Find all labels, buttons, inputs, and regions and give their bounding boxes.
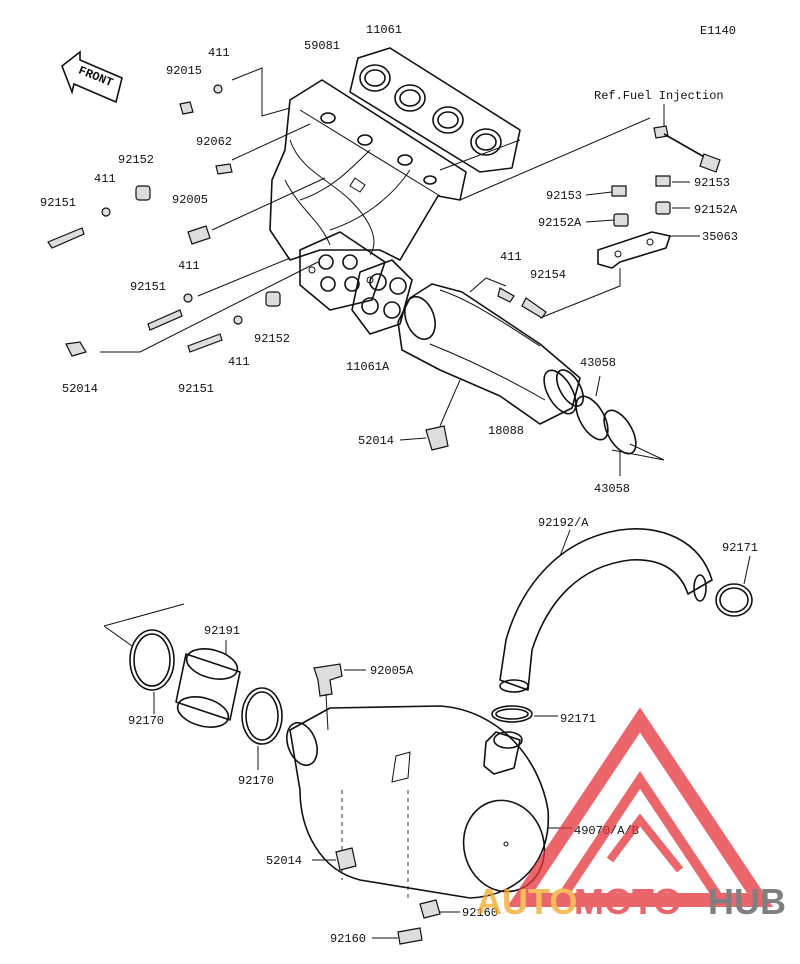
label-92005A: 92005A	[370, 664, 414, 678]
bolt-92151-c	[187, 333, 223, 353]
watermark-brand-moto: MOTO	[574, 881, 681, 922]
label-52014-a: 52014	[62, 382, 98, 396]
label-92153-b: 92153	[694, 176, 730, 190]
bolt-92153-a	[611, 185, 627, 197]
muffler-inlet	[483, 731, 521, 775]
collar-92152A-b	[655, 201, 671, 215]
exhaust-manifold	[269, 47, 521, 311]
clamp-92171-a	[715, 555, 753, 617]
clamp-92170-a	[129, 629, 175, 691]
bolt-92153-b	[655, 175, 671, 187]
label-43058-a: 43058	[580, 356, 616, 370]
diagram-code: E1140	[700, 24, 736, 38]
label-92151-c: 92151	[178, 382, 214, 396]
label-18088: 18088	[488, 424, 524, 438]
front-arrow-icon: FRONT	[61, 50, 123, 104]
label-92152-a: 92152	[118, 153, 154, 167]
label-92005: 92005	[172, 193, 208, 207]
hose-92191	[175, 653, 241, 721]
label-92062: 92062	[196, 135, 232, 149]
washer-411-b	[101, 207, 111, 217]
pads-92160	[372, 899, 460, 945]
lead-lines-top	[100, 67, 651, 353]
washer-411-a	[213, 84, 223, 94]
label-92171-b: 92171	[560, 712, 596, 726]
label-43058-b: 43058	[594, 482, 630, 496]
bolt-92151-b	[147, 309, 183, 331]
label-92170-a: 92170	[128, 714, 164, 728]
label-92152-b: 92152	[254, 332, 290, 346]
washer-411-e	[497, 287, 515, 303]
label-92153-a: 92153	[546, 189, 582, 203]
label-92152A-b: 92152A	[694, 203, 738, 217]
gasket-11061A	[351, 259, 413, 335]
reference-note: Ref.Fuel Injection	[594, 89, 724, 103]
washer-411-c	[183, 293, 193, 303]
watermark-brand-auto: AUTO	[476, 881, 577, 922]
stud-92062	[215, 163, 233, 175]
collar-92152-b	[265, 291, 281, 307]
hardware-top	[47, 84, 281, 357]
orings-43058	[575, 375, 665, 476]
label-52014-b: 52014	[358, 434, 394, 448]
label-11061: 11061	[366, 23, 402, 37]
label-411-b: 411	[94, 172, 116, 186]
plug-92005	[187, 225, 211, 245]
gasket-11061	[349, 47, 521, 173]
label-92151-b: 92151	[130, 280, 166, 294]
label-52014-c: 52014	[266, 854, 302, 868]
nut-92015	[179, 101, 194, 115]
fitting-52014-a	[65, 341, 87, 357]
exhaust-pipe-18088	[397, 277, 585, 425]
hose-92192A	[499, 528, 713, 693]
label-411-a: 411	[208, 46, 230, 60]
left-hose-assy	[103, 603, 283, 770]
label-92015: 92015	[166, 64, 202, 78]
label-92154: 92154	[530, 268, 566, 282]
clamp-92170-b	[241, 687, 283, 745]
fitting-52014-c	[312, 847, 357, 871]
fitting-52014-b	[399, 379, 461, 451]
label-92170-b: 92170	[238, 774, 274, 788]
label-411-e: 411	[500, 250, 522, 264]
watermark-triangle-icon	[506, 707, 774, 907]
outlet-flange	[299, 231, 386, 311]
label-92171-a: 92171	[722, 541, 758, 555]
collar-92152A-a	[613, 213, 629, 227]
label-92191: 92191	[204, 624, 240, 638]
label-92160-b: 92160	[330, 932, 366, 946]
label-11061A: 11061A	[346, 360, 390, 374]
manifold-59081	[269, 79, 467, 261]
fuel-injection-ref: Ref.Fuel Injection	[594, 89, 724, 173]
watermark-brand-hub: HUB	[708, 881, 786, 922]
bolt-92154	[521, 297, 547, 319]
label-92152A-a: 92152A	[538, 216, 582, 230]
label-35063: 35063	[702, 230, 738, 244]
clamp-92171-b	[491, 705, 558, 723]
bracket-35063	[539, 175, 700, 319]
bolt-92151-a	[47, 227, 85, 249]
washer-411-d	[233, 315, 243, 325]
collar-92152-a	[135, 185, 151, 201]
label-92192A: 92192/A	[538, 516, 589, 530]
automotohub-watermark-logo: AUTO MOTO HUB	[476, 707, 786, 922]
label-411-c: 411	[178, 259, 200, 273]
label-92151-a: 92151	[40, 196, 76, 210]
label-59081: 59081	[304, 39, 340, 53]
label-92160-a: 92160	[462, 906, 498, 920]
muffler-49070	[286, 705, 572, 900]
label-411-d: 411	[228, 355, 250, 369]
fitting-92005A	[313, 663, 366, 731]
